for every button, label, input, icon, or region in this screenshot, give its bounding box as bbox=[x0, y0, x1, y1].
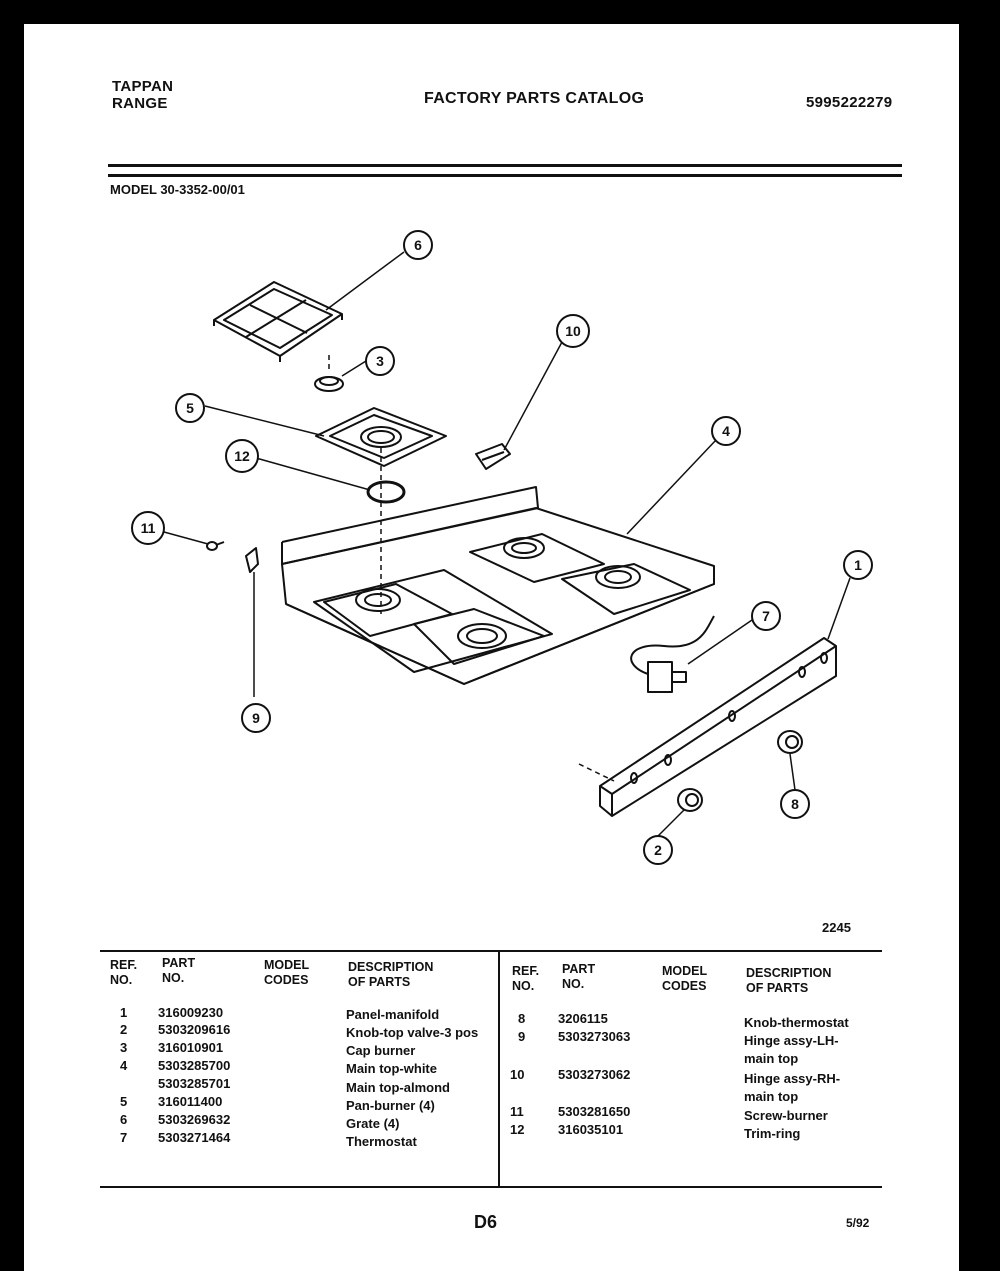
figure-number: 2245 bbox=[822, 920, 851, 935]
header-ref-no: REF.NO. bbox=[110, 958, 138, 987]
callout-2: 2 bbox=[654, 842, 662, 858]
callout-11: 11 bbox=[141, 520, 156, 536]
catalog-page: TAPPAN RANGE FACTORY PARTS CATALOG 59952… bbox=[24, 24, 959, 1271]
brand-line-2: RANGE bbox=[112, 95, 168, 112]
brand: TAPPAN RANGE bbox=[112, 78, 173, 112]
burner-cap-illustration bbox=[314, 376, 344, 392]
trim-ring-illustration bbox=[366, 480, 406, 504]
header-rule-bottom bbox=[108, 174, 902, 177]
screw-illustration bbox=[206, 541, 225, 551]
thermostat-illustration bbox=[630, 615, 715, 693]
thermostat-part-illustration bbox=[475, 443, 511, 470]
callout-4: 4 bbox=[722, 423, 730, 439]
header-rule-top bbox=[108, 164, 902, 167]
manifold-panel-illustration bbox=[599, 637, 837, 817]
catalog-title: FACTORY PARTS CATALOG bbox=[424, 90, 645, 107]
callout-9: 9 bbox=[252, 710, 260, 726]
exploded-parts-diagram: 6 3 10 5 4 12 11 1 7 9 8 2 bbox=[131, 230, 873, 865]
grate-illustration bbox=[213, 281, 343, 362]
page-number: D6 bbox=[474, 1212, 498, 1232]
callout-3: 3 bbox=[376, 353, 384, 369]
valve-knob-illustration bbox=[677, 788, 703, 812]
revision-date: 5/92 bbox=[846, 1216, 870, 1230]
thermostat-knob-illustration bbox=[777, 730, 803, 754]
brand-line-1: TAPPAN bbox=[112, 78, 174, 95]
callout-12: 12 bbox=[234, 448, 250, 464]
table-divider bbox=[498, 950, 500, 1188]
callout-7: 7 bbox=[762, 608, 770, 624]
callout-1: 1 bbox=[854, 557, 862, 573]
header-ref-no-right: REF.NO. bbox=[512, 964, 540, 993]
hinge-illustration bbox=[245, 547, 259, 573]
main-top-illustration bbox=[281, 486, 715, 685]
callout-6: 6 bbox=[414, 237, 422, 253]
catalog-number: 5995222279 bbox=[806, 94, 893, 111]
burner-pan-illustration bbox=[315, 407, 447, 467]
callout-10: 10 bbox=[565, 323, 581, 339]
callout-8: 8 bbox=[791, 796, 799, 812]
model-number: MODEL 30-3352-00/01 bbox=[110, 182, 245, 197]
callout-5: 5 bbox=[186, 400, 194, 416]
table-rule-bottom bbox=[100, 1186, 882, 1188]
table-rule-top bbox=[100, 950, 882, 952]
